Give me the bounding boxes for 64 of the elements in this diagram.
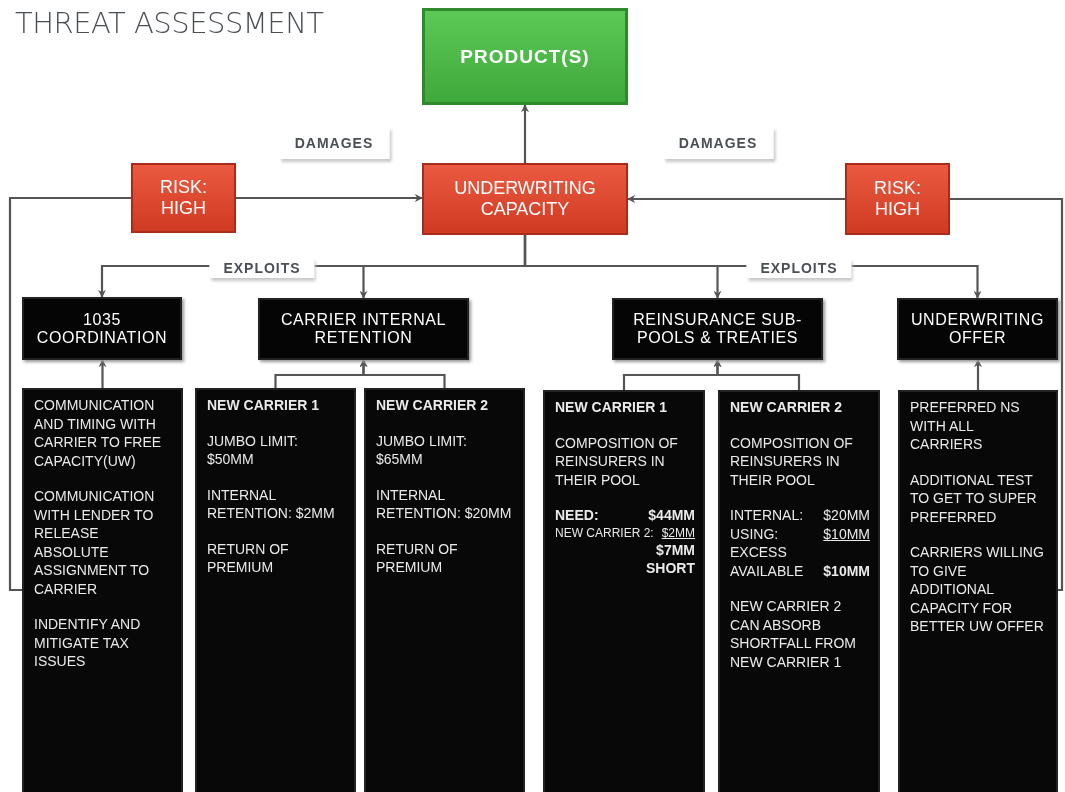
- detail-text: COMPOSITION OF REINSURERS IN THEIR POOL: [730, 433, 854, 489]
- column-heading: NEW CARRIER 1: [207, 396, 320, 415]
- detail-text: INDENTIFY AND MITIGATE TAX ISSUES: [34, 615, 142, 671]
- box-label: REINSURANCE SUB-POOLS & TREATIES: [632, 311, 803, 347]
- table-key: NEED:: [555, 506, 599, 525]
- risk-box: [845, 163, 950, 235]
- connector-arrow: [98, 359, 107, 388]
- detail-text: COMMUNICATION AND TIMING WITH CARRIER TO FREE CAPACITY(UW): [34, 396, 163, 470]
- product-box: [422, 8, 628, 105]
- column-heading: NEW CARRIER 1: [555, 398, 668, 417]
- table-value: $2MM: [661, 524, 695, 541]
- box-label: 1035 COORDINATION: [35, 310, 169, 347]
- category-box: [22, 297, 182, 360]
- detail-text: RETURN OF PREMIUM: [207, 539, 290, 577]
- table-value: $44MM: [648, 506, 695, 525]
- detail-text: JUMBO LIMIT: $65MM: [376, 431, 468, 469]
- detail-panel: [22, 388, 183, 792]
- risk-box: [422, 163, 628, 235]
- table-value: $10MM: [823, 561, 870, 580]
- table-value: $20MM: [823, 506, 870, 525]
- box-label: UNDERWRITING OFFER: [909, 311, 1046, 347]
- connector-arrow: [974, 359, 982, 390]
- table-key: USING:: [730, 524, 779, 543]
- detail-text: INTERNAL RETENTION: $2MM: [207, 485, 336, 523]
- category-box: [612, 298, 823, 360]
- diagram-title: THREAT ASSESSMENT: [15, 6, 324, 40]
- edge-label: DAMAGES: [662, 127, 774, 159]
- connector-arrow: [236, 194, 423, 202]
- box-label: CARRIER INTERNAL RETENTION: [279, 311, 448, 347]
- risk-box: [131, 163, 236, 233]
- detail-panel: [543, 390, 705, 792]
- column-heading: NEW CARRIER 2: [376, 396, 489, 415]
- detail-panel: [718, 390, 880, 792]
- box-label: RISK: HIGH: [873, 178, 922, 220]
- connector-arrow: [627, 195, 845, 203]
- total-text: $7MM SHORT: [645, 540, 695, 578]
- detail-text: NEW CARRIER 2 CAN ABSORB SHORTFALL FROM NEW CARRIER 1: [730, 597, 858, 671]
- table-key: NEW CARRIER 2:: [555, 524, 654, 541]
- table-value: $10MM: [823, 524, 870, 543]
- detail-text: RETURN OF PREMIUM: [376, 539, 459, 577]
- box-label: PRODUCT(S): [460, 45, 590, 68]
- detail-text: COMPOSITION OF REINSURERS IN THEIR POOL: [555, 433, 679, 489]
- edge-label: EXPLOITS: [209, 258, 315, 278]
- detail-text: JUMBO LIMIT: $50MM: [207, 431, 299, 469]
- table-key: INTERNAL:: [730, 506, 804, 525]
- detail-text: CARRIERS WILLING TO GIVE ADDITIONAL CAPACITY FOR BETTER UW OFFER: [910, 543, 1045, 636]
- detail-panel: [898, 390, 1058, 792]
- detail-text: ADDITIONAL TEST TO GET TO SUPER PREFERRED: [910, 470, 1038, 526]
- category-box: [897, 298, 1058, 360]
- detail-text: COMMUNICATION WITH LENDER TO RELEASE ABSOLUTE ASSIGNMENT TO CARRIER: [34, 487, 156, 598]
- connector-arrow: [521, 104, 529, 163]
- column-heading: NEW CARRIER 2: [730, 398, 843, 417]
- detail-text: PREFERRED NS WITH ALL CARRIERS: [910, 398, 1021, 454]
- category-box: [258, 298, 469, 360]
- edge-label: DAMAGES: [278, 127, 390, 159]
- table-key: EXCESS AVAILABLE: [730, 543, 818, 580]
- edge-label: EXPLOITS: [746, 258, 852, 278]
- box-label: RISK: HIGH: [159, 177, 208, 219]
- detail-panel: [364, 388, 525, 792]
- detail-panel: [195, 388, 356, 792]
- connector-arrow: [713, 359, 801, 390]
- detail-text: INTERNAL RETENTION: $20MM: [376, 485, 513, 523]
- box-label: UNDERWRITING CAPACITY: [453, 178, 597, 220]
- connector-arrow: [359, 359, 446, 388]
